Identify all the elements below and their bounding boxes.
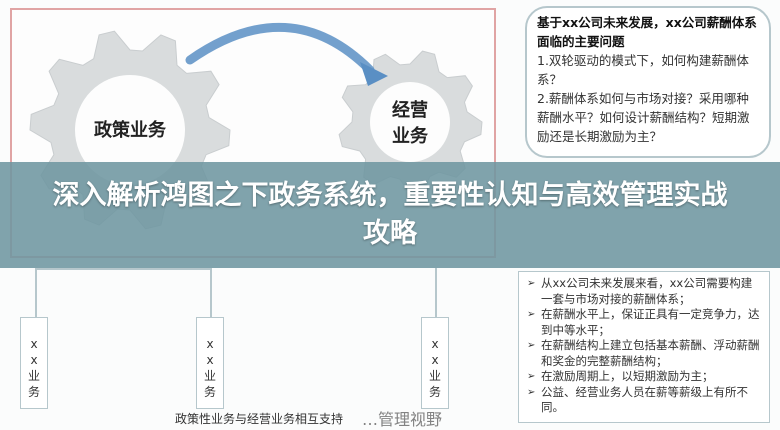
gear-right-label: 经营 业务 [380, 98, 440, 150]
problems-bubble: 基于xx公司未来发展，xx公司薪酬体系面临的主要问题 1.双轮驱动的模式下，如何… [525, 6, 771, 158]
gear-right-icon [338, 50, 483, 195]
conclusion-item: 在薪酬水平上，保证正具有一定竞争力，达到中等水平； [527, 307, 761, 338]
connector [210, 268, 212, 318]
gear-right-label-line1: 经营 [392, 100, 428, 121]
conclusions-box: 从xx公司未来发展来看，xx公司需要构建一套与市场对接的薪酬体系； 在薪酬水平上… [518, 271, 770, 423]
box-text: x [30, 353, 38, 367]
bubble-item: 1.双轮驱动的模式下，如何构建薪酬体系？ [537, 53, 749, 87]
article-title[interactable]: 深入解析鸿图之下政务系统，重要性认知与高效管理实战攻略 [52, 180, 728, 249]
box-text: x [431, 337, 439, 351]
box-text: 业 [203, 369, 216, 383]
connector [35, 268, 37, 318]
bubble-heading: 基于xx公司未来发展，xx公司薪酬体系面临的主要问题 [537, 15, 757, 49]
conclusion-item: 从xx公司未来发展来看，xx公司需要构建一套与市场对接的薪酬体系； [527, 276, 761, 307]
box-text: x [431, 353, 439, 367]
conclusion-item: 在薪酬结构上建立包括基本薪酬、浮动薪酬和奖金的完整薪酬结构； [527, 338, 761, 369]
box-text: 务 [27, 385, 40, 399]
box-text: 业 [428, 369, 441, 383]
conclusion-item: 在激励周期上，以短期激励为主； [527, 369, 761, 385]
box-text: x [206, 353, 214, 367]
connector [35, 268, 211, 270]
box-text: x [206, 337, 214, 351]
title-banner: 深入解析鸿图之下政务系统，重要性认知与高效管理实战攻略 [0, 162, 780, 268]
bubble-item: 2.薪酬体系如何与市场对接？采用哪种薪酬水平？如何设计薪酬结构？短期激励还是长期… [537, 91, 750, 144]
conclusion-item: 公益、经营业务人员在薪等薪级上有所不同。 [527, 385, 761, 416]
box-text: 务 [428, 385, 441, 399]
box-text: 业 [27, 369, 40, 383]
watermark: …管理视野 [362, 410, 443, 429]
gear-left-label: 政策业务 [94, 120, 166, 141]
arrow-head-icon [360, 62, 388, 86]
cycle-arrow-top [185, 22, 375, 75]
gear-right-label-line2: 业务 [392, 126, 428, 147]
box-text: x [30, 337, 38, 351]
gear-hub [75, 75, 185, 185]
diagram-caption: 政策性业务与经营业务相互支持 [175, 412, 344, 426]
connector [435, 268, 437, 318]
box-text: 务 [203, 385, 216, 399]
gear-hub [370, 82, 450, 162]
